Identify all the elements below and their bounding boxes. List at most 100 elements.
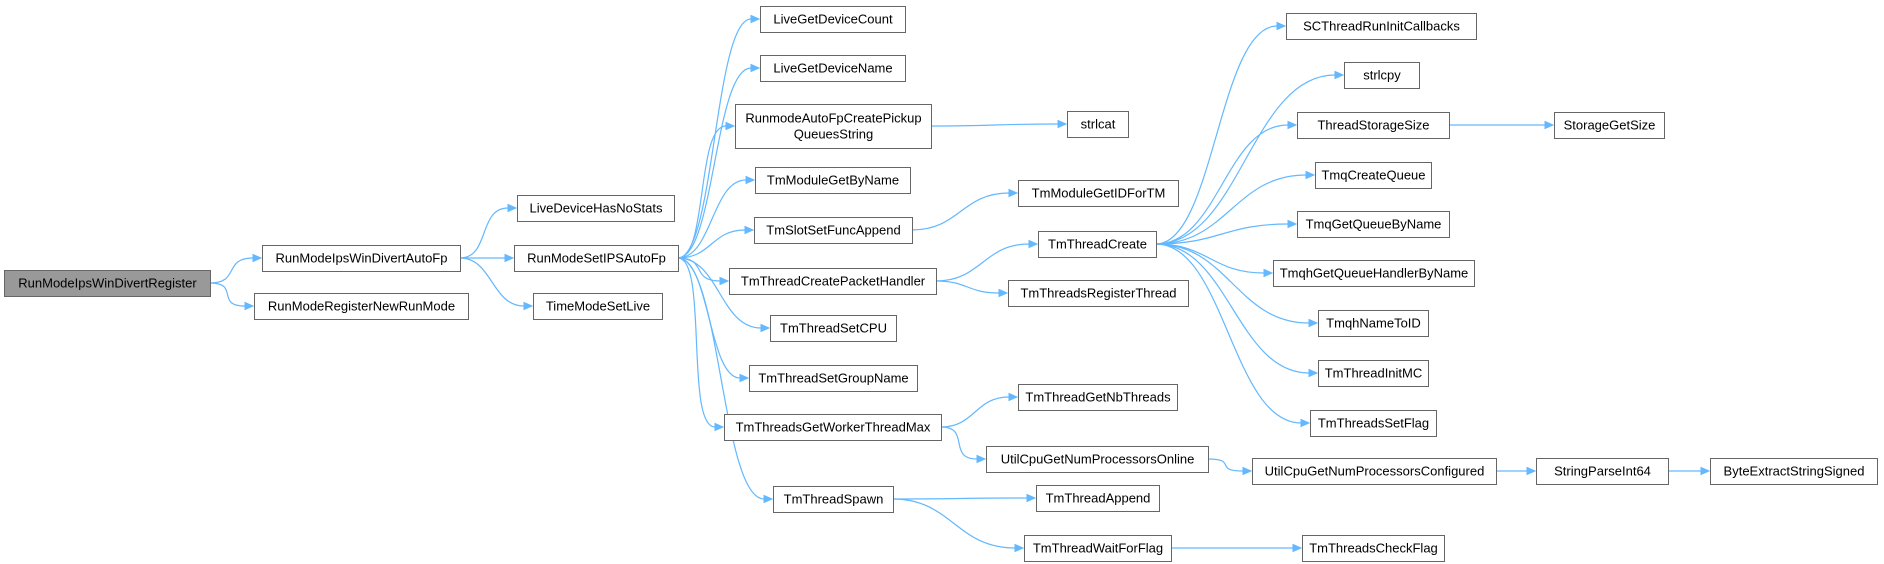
function-name: TmThreadsSetFlag: [1318, 416, 1429, 431]
edge-n11-n19: [935, 280, 1009, 298]
function-node-n10[interactable]: TmSlotSetFuncAppend: [754, 217, 913, 244]
node-box: [1710, 458, 1878, 485]
function-node-n25[interactable]: strlcpy: [1344, 62, 1420, 89]
function-node-n4[interactable]: RunModeSetIPSAutoFp: [514, 245, 679, 272]
edge-n4-n10: [677, 225, 755, 259]
edge-n18-n26: [1155, 120, 1298, 245]
function-node-n12[interactable]: TmThreadSetCPU: [770, 315, 897, 342]
node-box: [1310, 410, 1437, 437]
function-node-n32[interactable]: TmThreadsSetFlag: [1310, 410, 1437, 437]
node-box: [1318, 310, 1429, 337]
function-node-n14[interactable]: TmThreadsGetWorkerThreadMax: [724, 414, 942, 441]
function-name: StringParseInt64: [1554, 464, 1651, 479]
function-node-n34[interactable]: TmThreadsCheckFlag: [1302, 535, 1445, 562]
edge-line: [930, 123, 1059, 127]
edge-n4-n8: [677, 121, 736, 259]
function-node-n15[interactable]: TmThreadSpawn: [773, 486, 894, 513]
function-node-n5[interactable]: TimeModeSetLive: [533, 293, 663, 320]
function-node-n30[interactable]: TmqhNameToID: [1318, 310, 1429, 337]
node-box: [1024, 535, 1172, 562]
function-node-n29[interactable]: TmqhGetQueueHandlerByName: [1273, 260, 1475, 287]
function-name: ThreadStorageSize: [1317, 118, 1429, 133]
edge-n14-n20: [940, 392, 1019, 428]
function-node-n26[interactable]: ThreadStorageSize: [1297, 112, 1450, 139]
edge-n26-n35: [1449, 120, 1555, 130]
function-name: UtilCpuGetNumProcessorsOnline: [1001, 452, 1195, 467]
edge-line: [677, 179, 747, 259]
function-node-n37[interactable]: ByteExtractStringSigned: [1710, 458, 1878, 485]
function-name: RunModeSetIPSAutoFp: [527, 251, 666, 266]
node-box: [1286, 13, 1477, 40]
function-node-n18[interactable]: TmThreadCreate: [1038, 231, 1157, 258]
arrowhead-icon: [745, 175, 756, 185]
node-box: [1018, 180, 1179, 207]
node-box: [514, 245, 679, 272]
function-name: RunmodeAutoFpCreatePickup: [745, 111, 921, 126]
function-node-n7[interactable]: LiveGetDeviceName: [760, 55, 906, 82]
edge-line: [1155, 174, 1307, 245]
function-name: LiveGetDeviceCount: [773, 12, 893, 27]
function-node-n9[interactable]: TmModuleGetByName: [755, 167, 911, 194]
function-node-n6[interactable]: LiveGetDeviceCount: [760, 6, 906, 33]
arrowhead-icon: [976, 454, 987, 464]
function-name: RunModeIpsWinDivertRegister: [18, 276, 197, 291]
function-node-n11[interactable]: TmThreadCreatePacketHandler: [729, 268, 937, 295]
arrowhead-icon: [1292, 543, 1303, 553]
edge-line: [911, 192, 1010, 231]
edge-n4-n15: [677, 257, 774, 504]
function-node-n21[interactable]: UtilCpuGetNumProcessorsOnline: [986, 446, 1209, 473]
function-node-n13[interactable]: TmThreadSetGroupName: [749, 365, 918, 392]
function-node-n23[interactable]: TmThreadWaitForFlag: [1024, 535, 1172, 562]
node-box: [1252, 458, 1497, 485]
function-name: TmThreadCreatePacketHandler: [741, 274, 926, 289]
function-node-n20[interactable]: TmThreadGetNbThreads: [1018, 384, 1178, 411]
arrowhead-icon: [1008, 188, 1019, 198]
function-name: TmThreadsCheckFlag: [1309, 541, 1438, 556]
edge-line: [677, 257, 765, 500]
function-name: TmqGetQueueByName: [1306, 217, 1442, 232]
node-box: [760, 55, 906, 82]
edge-n8-n16: [930, 119, 1068, 129]
function-node-n27[interactable]: TmqCreateQueue: [1315, 162, 1432, 189]
function-name: RunModeIpsWinDivertAutoFp: [276, 251, 448, 266]
function-name: TmSlotSetFuncAppend: [766, 223, 900, 238]
function-node-n33[interactable]: UtilCpuGetNumProcessorsConfigured: [1252, 458, 1497, 485]
edge-n15-n23: [892, 498, 1025, 553]
function-node-n2[interactable]: RunModeRegisterNewRunMode: [254, 293, 469, 320]
edge-n1-n4: [459, 253, 515, 263]
arrowhead-icon: [714, 422, 725, 432]
function-name: TmThreadGetNbThreads: [1025, 390, 1171, 405]
function-node-n22[interactable]: TmThreadAppend: [1036, 485, 1160, 512]
edge-n33-n36: [1496, 466, 1537, 476]
function-node-n36[interactable]: StringParseInt64: [1536, 458, 1669, 485]
function-node-n3[interactable]: LiveDeviceHasNoStats: [517, 195, 675, 222]
arrowhead-icon: [1014, 543, 1025, 553]
function-node-n19[interactable]: TmThreadsRegisterThread: [1008, 280, 1189, 307]
arrowhead-icon: [739, 373, 750, 383]
edge-n4-n12: [677, 257, 771, 333]
edge-n18-n32: [1155, 243, 1311, 428]
function-name: TmThreadAppend: [1046, 491, 1151, 506]
function-node-n0[interactable]: RunModeIpsWinDivertRegister: [4, 270, 211, 297]
function-node-n35[interactable]: StorageGetSize: [1554, 112, 1665, 139]
function-node-n1[interactable]: RunModeIpsWinDivertAutoFp: [262, 245, 461, 272]
function-node-n24[interactable]: SCThreadRunInitCallbacks: [1286, 13, 1477, 40]
arrowhead-icon: [1526, 466, 1537, 476]
function-name: TmThreadsRegisterThread: [1020, 286, 1176, 301]
arrowhead-icon: [719, 276, 730, 286]
call-edges: [209, 14, 1711, 553]
function-node-n16[interactable]: strlcat: [1067, 111, 1129, 138]
arrowhead-icon: [1334, 70, 1345, 80]
function-name: LiveDeviceHasNoStats: [530, 201, 663, 216]
function-node-n17[interactable]: TmModuleGetIDForTM: [1018, 180, 1179, 207]
arrowhead-icon: [523, 301, 534, 311]
node-box: [4, 270, 211, 297]
function-node-n28[interactable]: TmqGetQueueByName: [1297, 211, 1450, 238]
function-name: TmThreadInitMC: [1325, 366, 1423, 381]
edge-line: [892, 497, 1028, 500]
arrowhead-icon: [252, 253, 263, 263]
function-name: RunModeRegisterNewRunMode: [268, 299, 455, 314]
function-node-n31[interactable]: TmThreadInitMC: [1318, 360, 1429, 387]
node-box: [986, 446, 1209, 473]
